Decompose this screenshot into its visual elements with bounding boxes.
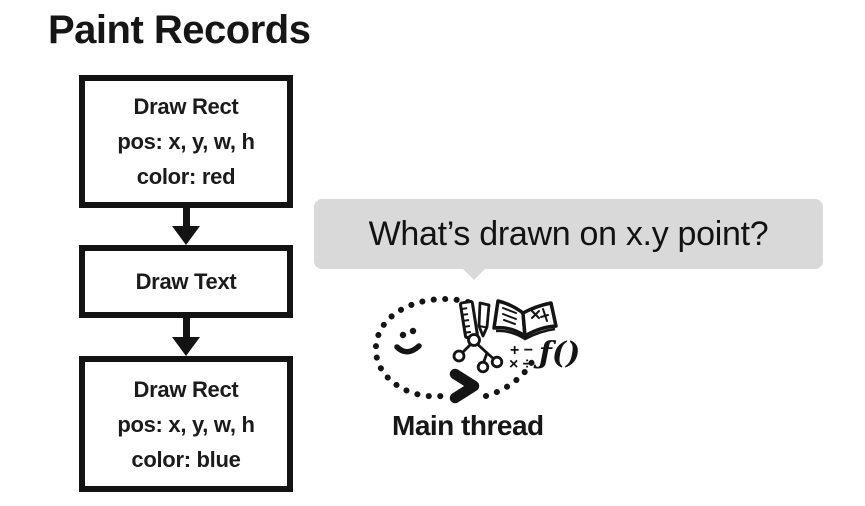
box-line: Draw Rect	[133, 376, 239, 402]
box-line: pos: x, y, w, h	[117, 411, 255, 437]
down-arrow-icon	[172, 208, 200, 245]
paint-record-box-red-rect: Draw Rect pos: x, y, w, h color: red	[79, 75, 293, 208]
pencil-icon	[477, 301, 491, 338]
ruler-icon	[458, 299, 479, 340]
speech-bubble: What’s drawn on x.y point?	[314, 199, 823, 269]
arrow-head	[172, 226, 200, 245]
arrow-shaft	[182, 318, 190, 338]
box-line: pos: x, y, w, h	[117, 129, 255, 154]
paint-record-box-text: Draw Text	[79, 245, 293, 318]
box-line: color: red	[136, 164, 236, 189]
page-title: Paint Records	[48, 8, 311, 52]
math-row-1: + −	[510, 342, 533, 359]
arrow-shaft	[182, 208, 190, 227]
dotted-loop-icon	[372, 296, 538, 400]
box-line: Draw Rect	[133, 94, 239, 119]
speech-bubble-tail	[462, 268, 486, 280]
tree-diagram-icon	[452, 333, 504, 374]
box-line: Draw Text	[135, 269, 237, 294]
paint-record-box-blue-rect: Draw Rect pos: x, y, w, h color: blue	[79, 356, 293, 492]
math-symbols: + − × ÷	[509, 342, 533, 373]
smiley-face-icon	[394, 327, 422, 355]
speech-bubble-text: What’s drawn on x.y point?	[368, 214, 769, 253]
main-thread-doodle: + − × ÷ ƒ()	[372, 296, 580, 404]
loop-arrowhead-icon	[449, 368, 480, 404]
open-book-icon	[492, 299, 558, 341]
down-arrow-icon	[172, 318, 200, 356]
math-row-2: × ÷	[509, 356, 532, 373]
main-thread-label: Main thread	[392, 410, 544, 441]
function-notation: ƒ()	[533, 336, 580, 371]
arrow-head	[172, 337, 200, 356]
box-line: color: blue	[131, 446, 241, 472]
